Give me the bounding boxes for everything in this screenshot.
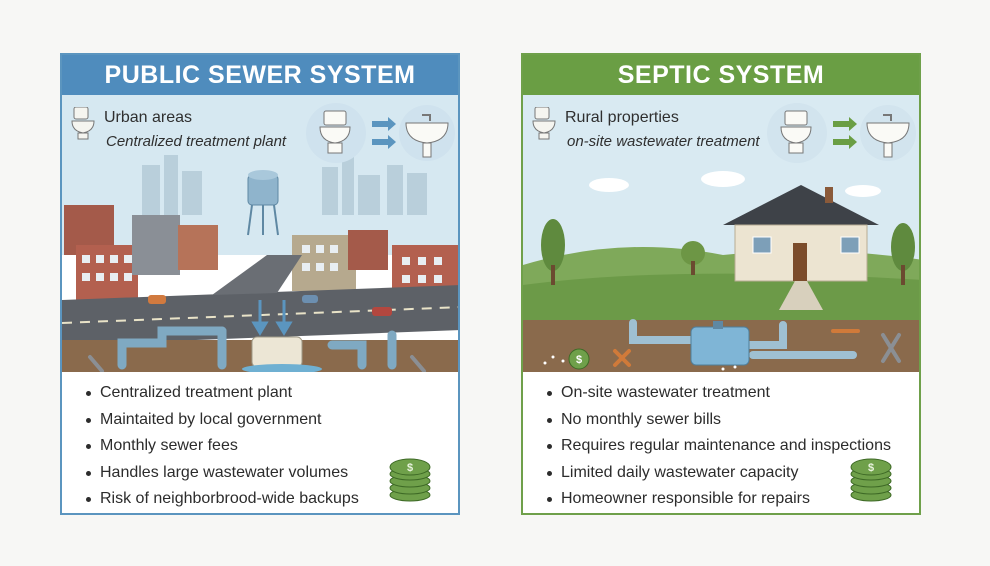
- arrow-icon: [372, 117, 396, 149]
- arrow-icon: [833, 117, 857, 149]
- svg-text:$: $: [868, 462, 874, 474]
- svg-text:$: $: [407, 462, 413, 474]
- public-feature-list: Centralized treatment plant Maintaited b…: [62, 372, 458, 513]
- house-icon: [723, 185, 879, 282]
- public-caption-primary: Urban areas: [104, 109, 193, 126]
- toilet-icon: [532, 107, 556, 140]
- wrench-icon: [613, 329, 860, 367]
- septic-feature-item: No monthly sewer bills: [547, 407, 919, 434]
- wrench-icon: [88, 355, 426, 372]
- skyline: [142, 155, 427, 215]
- dollar-coin-icon: [568, 348, 590, 370]
- public-feature-item: Centralized treatment plant: [86, 380, 458, 407]
- flow-arrows: [251, 300, 293, 336]
- public-sewer-title: PUBLIC SEWER SYSTEM: [62, 55, 458, 95]
- public-feature-item: Handles large wastewater volumes: [86, 460, 458, 487]
- septic-caption-secondary: on-site wastewater treatment: [567, 133, 760, 150]
- septic-feature-item: Homeowner responsible for repairs: [547, 486, 919, 513]
- public-feature-item: Risk of neighborbrood-wide backups: [86, 486, 458, 513]
- septic-pipes: [629, 319, 857, 359]
- clouds: [589, 171, 881, 197]
- sink-icon: [405, 114, 449, 158]
- septic-feature-item: On-site wastewater treatment: [547, 380, 919, 407]
- treatment-tank: [251, 336, 303, 368]
- toilet-icon: [319, 110, 351, 154]
- public-caption-secondary: Centralized treatment plant: [106, 133, 287, 150]
- toilet-icon: [780, 110, 812, 154]
- septic-toilet-sink-icons: [767, 103, 916, 163]
- septic-tank-icon: [690, 326, 750, 366]
- money-stack-icon: $: [389, 458, 431, 502]
- sink-icon: [866, 114, 910, 158]
- septic-system-panel: SEPTIC SYSTEM: [521, 53, 921, 515]
- septic-feature-list: On-site wastewater treatment No monthly …: [523, 372, 919, 513]
- septic-system-illustration: $ Rural properties on-site wastewater tr…: [523, 95, 919, 372]
- rural-scene-svg: $: [523, 95, 919, 372]
- public-feature-item: Monthly sewer fees: [86, 433, 458, 460]
- drain-field: [543, 355, 737, 371]
- money-stack-icon: $: [850, 458, 892, 502]
- toilet-icon: [71, 107, 95, 140]
- sewer-pipes: [117, 326, 397, 370]
- public-sewer-illustration: Urban areas Centralized treatment plant: [62, 95, 458, 372]
- trees: [541, 219, 915, 285]
- public-toilet-sink-icons: [306, 103, 455, 163]
- svg-text:$: $: [576, 354, 582, 366]
- public-feature-item: Maintaited by local government: [86, 407, 458, 434]
- public-sewer-panel: PUBLIC SEWER SYSTEM: [60, 53, 460, 515]
- septic-feature-item: Requires regular maintenance and inspect…: [547, 433, 919, 460]
- septic-caption-primary: Rural properties: [565, 109, 679, 126]
- septic-feature-item: Limited daily wastewater capacity: [547, 460, 919, 487]
- water-tower-icon: [247, 170, 279, 236]
- septic-system-title: SEPTIC SYSTEM: [523, 55, 919, 95]
